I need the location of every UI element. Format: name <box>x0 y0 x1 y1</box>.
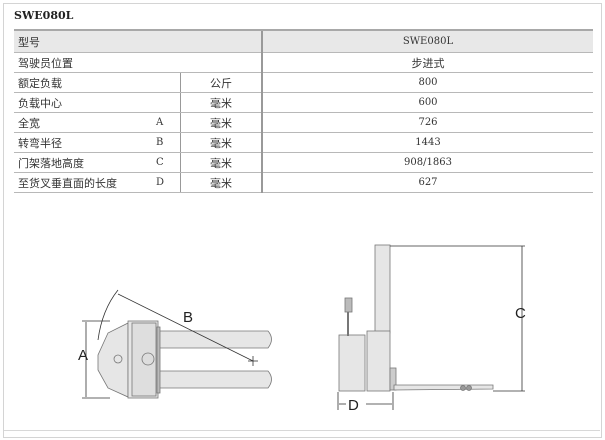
spec-table: 型号 SWE080L 驾驶员位置 步进式 额定负载 公斤 800 负载中心 毫米… <box>14 29 593 193</box>
row-letter: C <box>152 152 181 173</box>
divider <box>4 430 600 431</box>
row-value: 600 <box>261 92 593 113</box>
table-row: 全宽 A 毫米 726 <box>14 112 593 133</box>
row-value: 908/1863 <box>261 152 593 173</box>
label-a: A <box>78 347 88 364</box>
row-value: 步进式 <box>261 52 593 73</box>
top-view-truck <box>97 320 272 399</box>
row-unit: 毫米 <box>180 112 262 133</box>
label-c: C <box>515 305 526 322</box>
spec-panel <box>3 3 602 438</box>
row-unit: 毫米 <box>180 132 262 153</box>
row-value: 627 <box>261 172 593 193</box>
table-row: 驾驶员位置 步进式 <box>14 52 593 73</box>
row-letter: A <box>152 112 181 133</box>
row-label: 全宽 <box>14 112 152 133</box>
row-value: 800 <box>261 72 593 93</box>
dimension-b <box>97 289 258 366</box>
dimension-c <box>390 245 525 392</box>
table-row: 至货叉垂直面的长度 D 毫米 627 <box>14 172 593 193</box>
row-label: 门架落地高度 <box>14 152 152 173</box>
row-letter: D <box>152 172 181 193</box>
row-unit: 毫米 <box>180 152 262 173</box>
row-value: 726 <box>261 112 593 133</box>
label-d: D <box>348 397 359 414</box>
table-row: 额定负载 公斤 800 <box>14 72 593 93</box>
row-label: 至货叉垂直面的长度 <box>14 172 152 193</box>
row-value: 1443 <box>261 132 593 153</box>
header-label: 型号 <box>14 29 262 53</box>
row-label: 额定负载 <box>14 72 152 93</box>
row-unit: 毫米 <box>180 172 262 193</box>
side-view-truck <box>338 244 494 392</box>
table-row: 转弯半径 B 毫米 1443 <box>14 132 593 153</box>
row-letter <box>152 92 181 113</box>
row-unit: 公斤 <box>180 72 262 93</box>
model-title: SWE080L <box>14 9 74 22</box>
row-unit: 毫米 <box>180 92 262 113</box>
row-label: 转弯半径 <box>14 132 152 153</box>
table-row: 门架落地高度 C 毫米 908/1863 <box>14 152 593 173</box>
dimension-a <box>82 320 110 399</box>
row-label: 驾驶员位置 <box>14 52 262 73</box>
label-b: B <box>183 309 193 326</box>
row-label: 负载中心 <box>14 92 152 113</box>
header-value: SWE080L <box>261 29 593 53</box>
row-letter: B <box>152 132 181 153</box>
table-header-row: 型号 SWE080L <box>14 29 593 53</box>
table-row: 负载中心 毫米 600 <box>14 92 593 113</box>
dimension-d <box>337 392 394 410</box>
row-letter <box>152 72 181 93</box>
